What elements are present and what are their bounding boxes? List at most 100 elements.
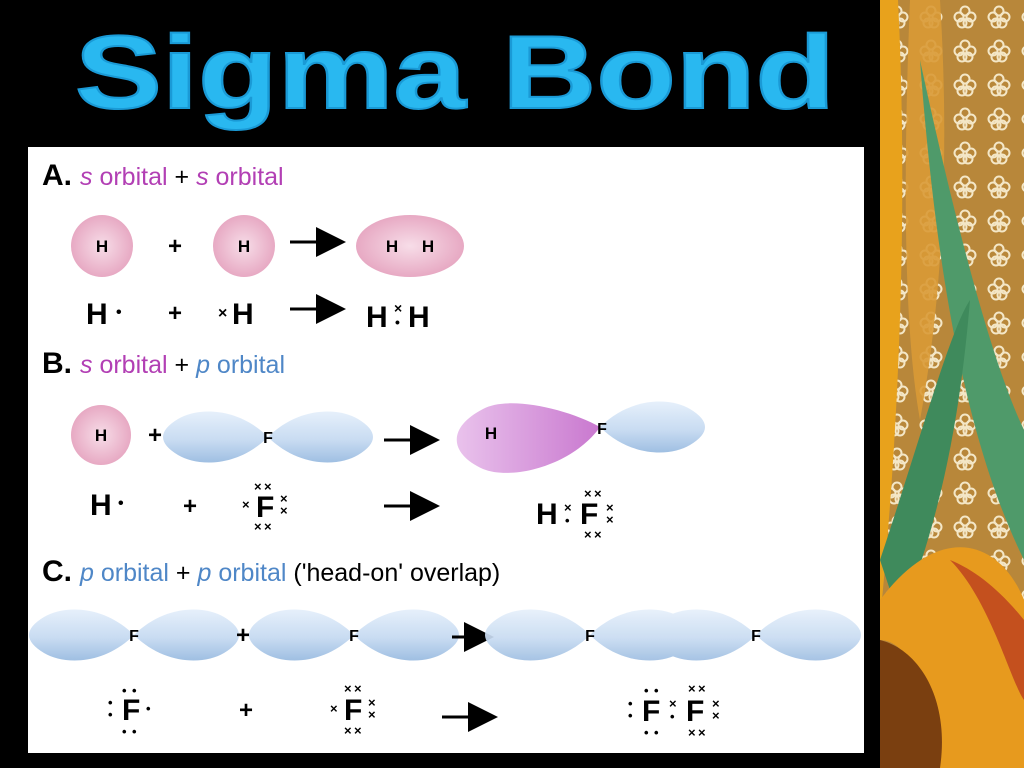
section-b-lewis: H • + F × × × × × × × H × • F × × × (90, 479, 614, 542)
atom-label-f: F (751, 628, 761, 645)
decorative-border (880, 0, 1024, 768)
electron-cross: × (584, 527, 592, 542)
title-text: Sigma Bond (75, 18, 835, 131)
plus-sign: + (239, 697, 253, 724)
plus-sign: + (148, 422, 162, 449)
lewis-hf-molecule: H × • F × × × × × × (536, 486, 614, 542)
electron-cross: × (344, 681, 352, 696)
electron-dot: • (146, 701, 151, 716)
atom-label-f: F (585, 628, 595, 645)
electron-dot: • (132, 724, 137, 739)
plus-sign: + (183, 493, 197, 520)
lewis-h: H (232, 298, 254, 331)
diagram-panel: A. s orbital + s orbital B. s orbital + p … (28, 147, 864, 753)
electron-cross: × (242, 497, 250, 512)
orbital-symbol: p (196, 351, 210, 379)
section-c-lewis: F • • • • • • • + F × × × × × × × (108, 681, 720, 740)
plus-sign: + (168, 233, 182, 260)
orbital-word: orbital (100, 559, 169, 587)
electron-cross: × (688, 725, 696, 740)
section-b-orbitals: H + F H F (71, 401, 705, 473)
slide-title: Sigma Bond (74, 18, 836, 132)
orbital-symbol: p (197, 559, 212, 587)
electron-cross: × (354, 681, 362, 696)
electron-dot: • (628, 708, 633, 723)
lewis-f: F (122, 694, 140, 727)
h2-sigma-orbital (356, 215, 464, 277)
h-s-orbital (213, 215, 275, 277)
section-letter: B. (42, 347, 72, 380)
orbital-symbol: p (80, 559, 94, 587)
electron-cross: × (368, 707, 376, 722)
hf-sigma-orbital (456, 403, 600, 473)
electron-dot: • (122, 724, 127, 739)
section-c-orbitals: F + F F F (29, 609, 861, 661)
orbital-diagram: H + H H H H • + × H H × • H H + (29, 215, 861, 740)
electron-cross: × (354, 723, 362, 738)
lewis-h: H (408, 301, 430, 334)
electron-cross: × (280, 503, 288, 518)
electron-dot: • (654, 683, 659, 698)
lewis-f: F (686, 695, 704, 728)
orbital-symbol: s (196, 163, 209, 191)
section-b-heading: B. s orbital + p orbital (42, 347, 285, 381)
electron-dot: • (670, 709, 675, 724)
atom-label-f: F (597, 421, 607, 438)
orbital-word: orbital (99, 351, 168, 379)
f2-sigma-orbital (485, 609, 861, 661)
lewis-h: H (86, 298, 108, 331)
plus-sign: + (174, 351, 190, 379)
electron-dot: • (108, 707, 113, 722)
lewis-f: F (256, 491, 274, 524)
atom-label-h: H (485, 424, 497, 443)
section-a-lewis: H • + × H H × • H (86, 294, 430, 334)
electron-cross: × (394, 300, 402, 316)
electron-cross: × (669, 696, 677, 711)
atom-label-f: F (129, 628, 139, 645)
atom-label-h: H (422, 237, 434, 256)
electron-dot: • (628, 696, 633, 711)
electron-cross: × (254, 519, 262, 534)
electron-cross: × (344, 723, 352, 738)
section-letter: A. (42, 159, 72, 192)
orbital-word: orbital (216, 351, 286, 379)
green-ribbon (920, 60, 1024, 560)
electron-dot: • (644, 683, 649, 698)
plus-sign: + (175, 559, 191, 587)
electron-dot: • (108, 695, 113, 710)
electron-cross: × (584, 486, 592, 501)
electron-dot: • (122, 683, 127, 698)
electron-cross: × (698, 725, 706, 740)
orbital-word: orbital (99, 163, 168, 191)
electron-cross: × (594, 486, 602, 501)
electron-dot: • (565, 513, 570, 528)
lewis-f2-molecule: F • • • • • • × • F × × × × × × (628, 681, 720, 740)
atom-label-h: H (238, 237, 250, 256)
electron-dot: • (118, 495, 124, 512)
orbital-word: orbital (215, 163, 284, 191)
electron-cross: × (606, 512, 614, 527)
atom-label-h: H (96, 237, 108, 256)
electron-cross: × (264, 519, 272, 534)
electron-cross: × (564, 500, 572, 515)
lewis-f: F (580, 498, 598, 531)
lewis-f-atom: F × × × × × × × (330, 681, 376, 738)
atom-label-f: F (349, 628, 359, 645)
plus-sign: + (174, 163, 190, 191)
electron-cross: × (594, 527, 602, 542)
orbital-symbol: s (80, 351, 93, 379)
electron-cross: × (712, 708, 720, 723)
electron-cross: × (688, 681, 696, 696)
atom-label-h: H (95, 426, 107, 445)
h-s-orbital (71, 405, 131, 465)
electron-cross: × (606, 500, 614, 515)
electron-dot: • (132, 683, 137, 698)
lewis-f: F (344, 694, 362, 727)
lewis-h: H (536, 498, 558, 531)
electron-dot: • (395, 314, 400, 330)
lewis-f: F (642, 695, 660, 728)
section-letter: C. (42, 555, 72, 588)
section-a-orbitals: H + H H H (71, 215, 464, 277)
electron-cross: × (368, 695, 376, 710)
lewis-h: H (90, 489, 112, 522)
